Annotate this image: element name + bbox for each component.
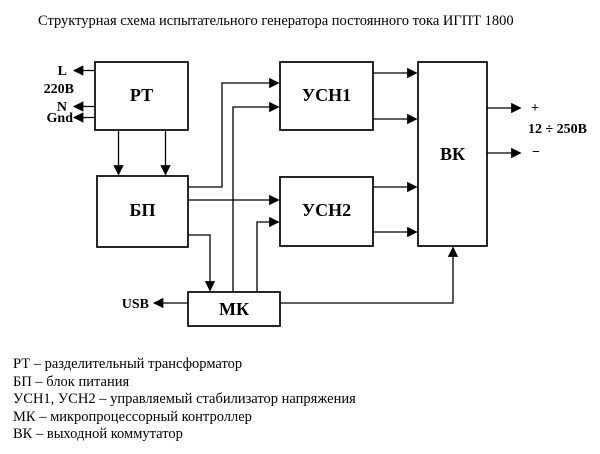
legend-item-bp: БП – блок питания	[13, 373, 130, 390]
block-bp-label: БП	[130, 200, 156, 220]
wire-mk-to-usn2	[256, 216, 280, 292]
legend-item-mk: МК – микропроцессорный контроллер	[13, 408, 252, 425]
port-label-output-range: 12 ÷ 250В	[528, 122, 587, 137]
block-rt	[94, 61, 189, 131]
legend-item-rt: РТ – разделительный трансформатор	[13, 356, 243, 372]
port-label-plus: +	[531, 101, 539, 116]
block-usn2	[279, 176, 374, 247]
block-usn1	[279, 61, 374, 131]
port-label-ground: Gnd	[47, 111, 74, 126]
port-label-neutral: N	[57, 100, 67, 115]
block-usn1-label: УСН1	[302, 85, 351, 105]
block-mk-label: МК	[219, 299, 249, 319]
legend-item-usn: УСН1, УСН2 – управляемый стабилизатор на…	[13, 391, 356, 408]
block-bp	[96, 175, 189, 248]
diagram-title: Структурная схема испытательного генерат…	[38, 13, 514, 29]
port-label-line-l: L	[58, 64, 67, 79]
wire-bp-to-usn1	[188, 77, 280, 188]
wire-mk-to-vk	[280, 246, 459, 304]
block-vk-label: ВК	[440, 144, 465, 164]
legend: РТ – разделительный трансформатор БП – б…	[13, 356, 356, 444]
wire-bp-to-mk	[188, 234, 216, 292]
block-rt-label: РТ	[130, 85, 153, 105]
wire-mk-to-usn1	[232, 101, 280, 292]
block-usn2-label: УСН2	[302, 200, 351, 220]
port-label-usb: USB	[122, 297, 149, 312]
port-label-minus: −	[532, 145, 540, 160]
block-mk	[187, 291, 281, 327]
legend-item-vk: ВК – выходной коммутатор	[13, 426, 183, 443]
block-vk	[417, 61, 488, 247]
port-label-220v: 220В	[44, 82, 74, 97]
